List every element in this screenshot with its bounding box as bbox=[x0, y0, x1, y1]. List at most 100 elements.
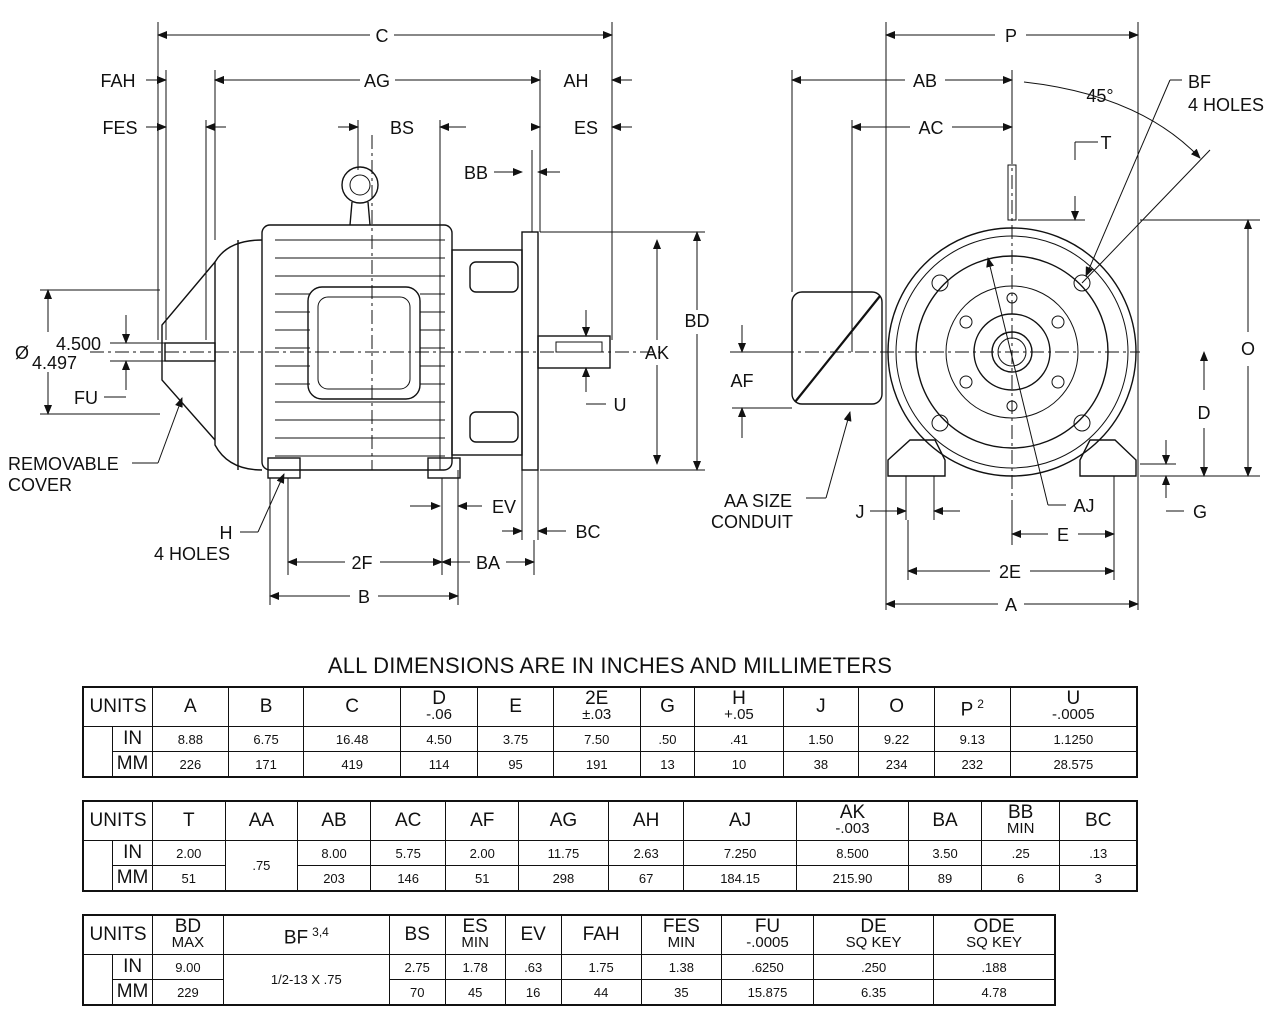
table-cell: 6.35 bbox=[812, 979, 935, 1006]
table-cell: .50 bbox=[639, 726, 696, 752]
unit-label: MM bbox=[112, 751, 153, 778]
column-header: D-.06 bbox=[399, 686, 479, 727]
dim-label-b: B bbox=[358, 587, 370, 607]
column-header: J bbox=[782, 686, 860, 727]
table-cell: 11.75 bbox=[518, 840, 609, 866]
column-header: EV bbox=[504, 914, 562, 955]
table-cell: 70 bbox=[388, 979, 446, 1006]
table-cell: 2.00 bbox=[445, 840, 519, 866]
conduit-box bbox=[307, 286, 421, 400]
shaft-diameter-max: 4.500 bbox=[56, 334, 101, 354]
dim-label-e: E bbox=[1057, 525, 1069, 545]
table-cell: 1.75 bbox=[560, 954, 642, 980]
column-header-label: ES bbox=[462, 916, 488, 937]
table-cell: .41 bbox=[694, 726, 784, 752]
table-cell: .188 bbox=[933, 954, 1056, 980]
column-header: BA bbox=[908, 800, 982, 841]
column-header-tolerance: MIN bbox=[461, 934, 489, 951]
column-header: AH bbox=[607, 800, 685, 841]
table-cell: 95 bbox=[477, 751, 554, 778]
dim-label-ev: EV bbox=[492, 497, 516, 517]
removable-cover-line1: REMOVABLE bbox=[8, 454, 119, 474]
fan-cover bbox=[161, 261, 216, 441]
table-cell: 15.875 bbox=[720, 979, 815, 1006]
dim-label-af: AF bbox=[730, 371, 753, 391]
units-spacer bbox=[82, 840, 114, 891]
column-header: AA bbox=[224, 800, 299, 841]
column-header-label: O bbox=[889, 696, 904, 717]
column-header-label: AG bbox=[549, 810, 578, 831]
table-cell: 9.00 bbox=[152, 954, 224, 980]
column-header-tolerance: -.003 bbox=[835, 820, 870, 837]
dim-label-o: O bbox=[1241, 339, 1255, 359]
side-view: C FAH AG AH FES BS ES BB bbox=[8, 22, 710, 607]
table-cell: 44 bbox=[560, 979, 642, 1006]
table-cell: 114 bbox=[399, 751, 479, 778]
table-cell: 1.1250 bbox=[1009, 726, 1138, 752]
table-cell: 7.50 bbox=[552, 726, 641, 752]
dim-label-ah: AH bbox=[563, 71, 588, 91]
dim-label-aj: AJ bbox=[1073, 496, 1094, 516]
table-cell: 1/2-13 X .75 bbox=[222, 954, 390, 1006]
table-cell: 4.50 bbox=[399, 726, 479, 752]
table-cell: 226 bbox=[152, 751, 229, 778]
table-cell: 9.22 bbox=[858, 726, 935, 752]
column-header-label: DE bbox=[860, 916, 887, 937]
units-spacer bbox=[82, 726, 114, 777]
table-cell: 67 bbox=[607, 865, 685, 892]
column-header: B bbox=[227, 686, 305, 727]
table-cell: 4.78 bbox=[933, 979, 1056, 1006]
table-cell: 1.50 bbox=[782, 726, 860, 752]
column-header: BS bbox=[388, 914, 446, 955]
table-cell: 89 bbox=[908, 865, 982, 892]
column-header-label: ODE bbox=[973, 916, 1015, 937]
column-header: 2E±.03 bbox=[552, 686, 641, 727]
table-cell: 3.75 bbox=[477, 726, 554, 752]
unit-label: IN bbox=[112, 726, 153, 752]
column-header: U-.0005 bbox=[1009, 686, 1138, 727]
units-header: UNITS bbox=[82, 914, 153, 955]
column-header-label: G bbox=[660, 696, 675, 717]
column-header-label: A bbox=[184, 696, 197, 717]
column-header: AG bbox=[518, 800, 609, 841]
dim-label-t: T bbox=[1101, 133, 1112, 153]
units-header: UNITS bbox=[82, 686, 153, 727]
table-cell: 8.500 bbox=[795, 840, 910, 866]
column-header-tolerance: -.0005 bbox=[1052, 706, 1095, 723]
column-header-label: BB bbox=[1007, 802, 1034, 823]
unit-label: IN bbox=[112, 954, 153, 980]
column-header: C bbox=[303, 686, 401, 727]
table-cell: 6 bbox=[980, 865, 1061, 892]
table-cell: 8.88 bbox=[152, 726, 229, 752]
table-cell: 2.75 bbox=[388, 954, 446, 980]
table-cell: .6250 bbox=[720, 954, 815, 980]
column-header-label: BS bbox=[404, 924, 430, 945]
column-header-label: AF bbox=[470, 810, 495, 831]
column-header-label: P bbox=[960, 699, 974, 721]
angle-label: 45° bbox=[1086, 86, 1113, 106]
frame-outline bbox=[887, 227, 1137, 477]
dim-label-bb: BB bbox=[464, 163, 488, 183]
dim-label-p: P bbox=[1005, 26, 1017, 46]
units-spacer bbox=[82, 954, 114, 1005]
diameter-symbol: Ø bbox=[15, 343, 29, 363]
table-cell: .13 bbox=[1059, 840, 1138, 866]
column-header-tolerance: +.05 bbox=[724, 706, 754, 723]
column-header-tolerance: SQ KEY bbox=[966, 934, 1023, 951]
table-cell: .63 bbox=[504, 954, 562, 980]
column-header-label: 2E bbox=[585, 688, 609, 709]
table-cell: 28.575 bbox=[1009, 751, 1138, 778]
column-header-label: AB bbox=[321, 810, 347, 831]
bf-holes-label: 4 HOLES bbox=[1188, 95, 1264, 115]
table-cell: 16.48 bbox=[303, 726, 401, 752]
dim-label-d: D bbox=[1198, 403, 1211, 423]
